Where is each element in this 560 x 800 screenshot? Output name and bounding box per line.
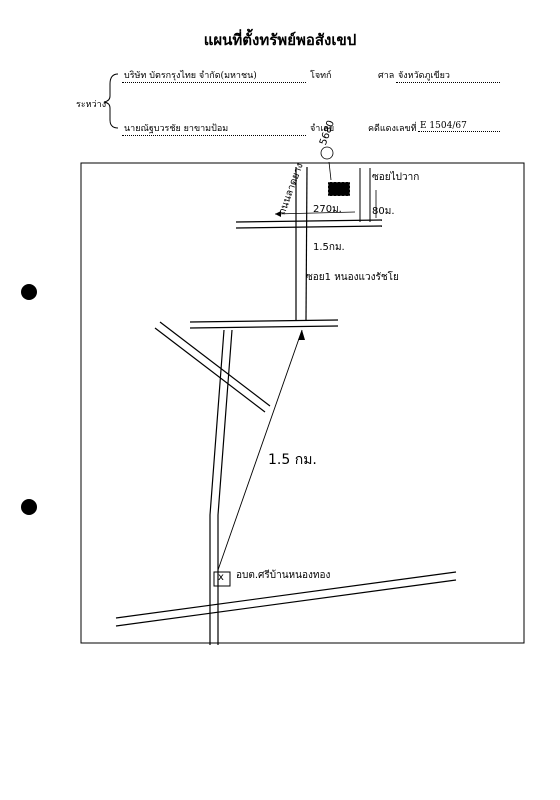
distance-short: 270ม. xyxy=(313,204,342,215)
start-marker-box xyxy=(213,571,231,587)
property-marker xyxy=(328,182,350,196)
middle-road-edge-1 xyxy=(189,319,339,323)
bottom-road-edge-2 xyxy=(115,579,457,627)
landmark-note: ซอย1 หนองแวงรัชโย xyxy=(306,272,399,283)
case-number: E 1504/67 xyxy=(418,121,500,132)
defendant-role: จำเลย xyxy=(310,124,335,134)
punch-hole-top xyxy=(21,284,37,300)
south-road-left-edge xyxy=(209,329,225,645)
south-road-right-edge xyxy=(217,329,233,645)
distance-side: 80ม. xyxy=(372,206,395,217)
plaintiff-name: บริษัท บัตรกรุงไทย จำกัด(มหาชน) xyxy=(122,68,306,83)
middle-road-edge-2 xyxy=(189,325,339,329)
start-label: อบต.ศรีบ้านหนองทอง xyxy=(236,570,331,581)
distance-long: 1.5 กม. xyxy=(268,452,317,468)
diagonal-road-edge-1 xyxy=(154,327,266,413)
diagonal-road-edge-2 xyxy=(159,321,271,407)
map-frame xyxy=(80,162,525,644)
plaintiff-role: โจทก์ xyxy=(310,71,332,81)
between-label: ระหว่าง xyxy=(76,100,107,110)
court-label: ศาล xyxy=(378,71,395,81)
page-title: แผนที่ตั้งทรัพย์พอสังเขป xyxy=(203,31,357,49)
case-label: คดีแดงเลขที่ xyxy=(368,124,417,134)
upper-road-edge-2 xyxy=(235,225,383,229)
bottom-road-edge-1 xyxy=(115,571,457,619)
upper-road-edge-1 xyxy=(235,219,383,223)
route-line xyxy=(217,329,303,571)
punch-hole-bottom xyxy=(21,499,37,515)
right-side-note: ซอยไปวาก xyxy=(372,172,420,183)
north-road-right-edge xyxy=(305,166,308,321)
start-marker: x xyxy=(218,572,224,583)
distance-mid: 1.5กม. xyxy=(313,242,345,253)
defendant-name: นายณัฐบวรชัย ยาขามป้อม xyxy=(122,121,306,136)
court-name: จังหวัดภูเขียว xyxy=(396,68,500,83)
